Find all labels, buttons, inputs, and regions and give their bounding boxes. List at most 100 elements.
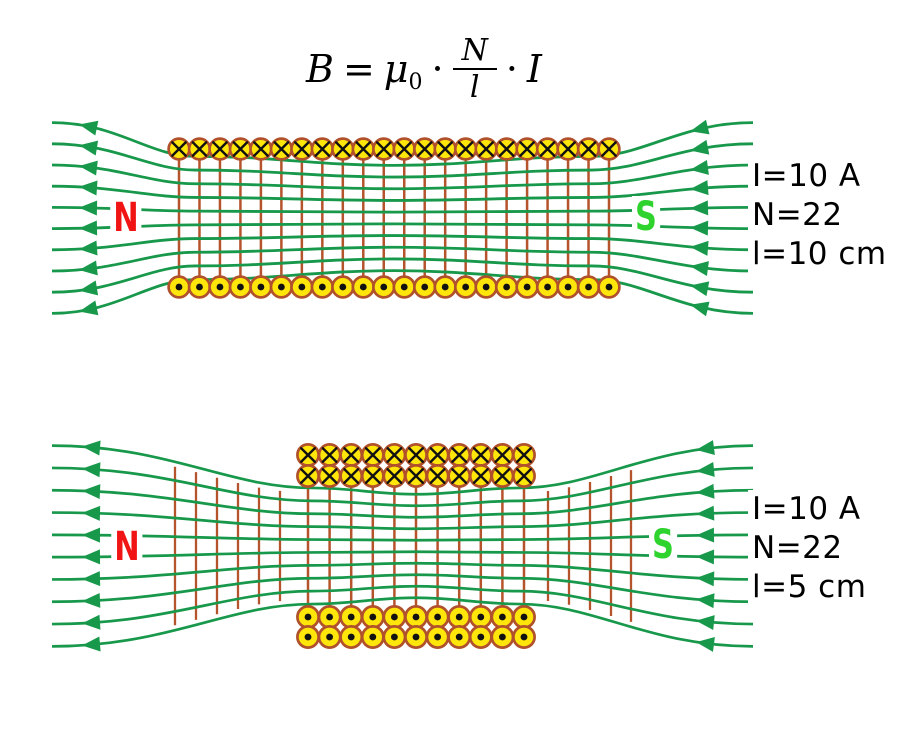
coil-turns-top: [296, 443, 536, 488]
x-symbol: [519, 141, 535, 157]
field-arrowhead-icon: [82, 571, 101, 587]
field-line: [51, 533, 754, 542]
solenoid-diagram-short: [51, 440, 754, 652]
dot-symbol: [369, 633, 377, 641]
field-arrowhead-icon: [690, 200, 709, 216]
dot-symbol: [326, 633, 333, 641]
field-arrowhead-icon: [82, 505, 101, 521]
field-line: [51, 511, 754, 531]
x-symbol: [300, 468, 316, 484]
dot-symbol: [499, 613, 506, 621]
pole-label-north-diagram2: N: [111, 526, 143, 568]
field-arrowhead-icon: [690, 281, 710, 297]
param-length-diagram1: l=10 cm: [752, 236, 887, 272]
param-current-diagram1: I=10 A: [752, 158, 861, 194]
dot-symbol: [298, 283, 306, 291]
dot-symbol: [434, 613, 441, 621]
field-line: [51, 121, 754, 167]
field-line: [51, 206, 754, 214]
field-arrowhead-icon: [690, 160, 709, 175]
field-lines: [51, 444, 754, 648]
field-arrowhead-icon: [79, 160, 98, 176]
field-arrowhead-icon: [82, 440, 101, 456]
pole-label-south-diagram1: S: [632, 196, 660, 238]
dot-symbol: [216, 283, 224, 291]
field-arrowhead-icon: [696, 527, 715, 543]
field-arrowhead-icon: [696, 549, 715, 565]
field-line: [51, 269, 754, 315]
x-symbol: [355, 141, 372, 157]
field-arrowhead-icon: [82, 527, 101, 543]
coil-turns-top: [167, 137, 621, 161]
dot-symbol: [391, 633, 398, 641]
x-symbol: [416, 141, 433, 157]
field-line: [51, 444, 754, 496]
x-symbol: [494, 468, 511, 484]
dot-symbol: [304, 633, 312, 641]
x-symbol: [294, 141, 310, 157]
x-symbol: [375, 141, 392, 157]
x-symbol: [253, 141, 269, 157]
field-arrowhead-icon: [690, 220, 709, 236]
dot-symbol: [347, 633, 355, 641]
x-symbol: [451, 468, 468, 484]
dot-symbol: [520, 633, 528, 641]
x-symbol: [321, 468, 338, 484]
param-length-diagram2: l=5 cm: [752, 569, 867, 605]
dot-symbol: [339, 283, 347, 291]
x-symbol: [498, 141, 515, 157]
solenoid-diagram-long: [51, 119, 754, 317]
x-symbol: [408, 468, 424, 484]
field-arrowhead-icon: [690, 119, 710, 135]
dot-symbol: [523, 283, 531, 291]
x-symbol: [314, 141, 331, 157]
formula-fraction-denominator: l: [469, 69, 480, 105]
formula-fraction-numerator: N: [452, 35, 497, 70]
field-arrowhead-icon: [696, 483, 715, 499]
dot-symbol: [369, 613, 377, 621]
field-line: [51, 184, 754, 202]
formula-mu: μ: [383, 47, 409, 91]
dot-symbol: [503, 283, 511, 291]
field-arrows: [82, 440, 715, 652]
x-symbol: [478, 141, 494, 157]
dot-symbol: [585, 283, 592, 291]
field-arrowhead-icon: [690, 261, 709, 276]
formula-I: I: [526, 47, 542, 91]
field-arrowhead-icon: [79, 240, 98, 256]
dot-symbol: [304, 613, 312, 621]
dot-symbol: [347, 613, 355, 621]
x-symbol: [273, 141, 290, 157]
param-current-diagram2: I=10 A: [752, 491, 861, 527]
dot-symbol: [544, 283, 551, 291]
field-arrowhead-icon: [690, 139, 710, 155]
dot-symbol: [499, 633, 506, 641]
field-arrowhead-icon: [696, 593, 715, 609]
field-arrowhead-icon: [690, 301, 710, 317]
field-line: [51, 561, 754, 581]
parameters-diagram1: I=10 A N=22 l=10 cm: [748, 157, 887, 274]
x-symbol: [494, 447, 511, 463]
field-arrowhead-icon: [79, 180, 98, 196]
field-arrowhead-icon: [79, 260, 98, 276]
dot-symbol: [318, 283, 326, 291]
x-symbol: [343, 468, 360, 484]
field-lines: [51, 121, 754, 315]
field-line: [51, 550, 754, 559]
formula-mu0: μ0: [383, 47, 423, 94]
dot-symbol: [196, 283, 203, 291]
field-arrowhead-icon: [79, 300, 99, 316]
field-arrowhead-icon: [696, 636, 715, 652]
dot-symbol: [412, 633, 420, 641]
x-symbol: [451, 447, 468, 463]
field-arrowhead-icon: [690, 240, 709, 256]
dot-symbol: [257, 283, 265, 291]
param-turns-diagram1: N=22: [752, 197, 843, 233]
dot-symbol: [477, 613, 485, 621]
field-arrowhead-icon: [696, 440, 715, 456]
x-symbol: [457, 141, 474, 157]
field-arrowhead-icon: [82, 614, 101, 630]
field-line: [51, 163, 754, 191]
field-arrowhead-icon: [79, 120, 99, 136]
dot-symbol: [564, 283, 572, 291]
